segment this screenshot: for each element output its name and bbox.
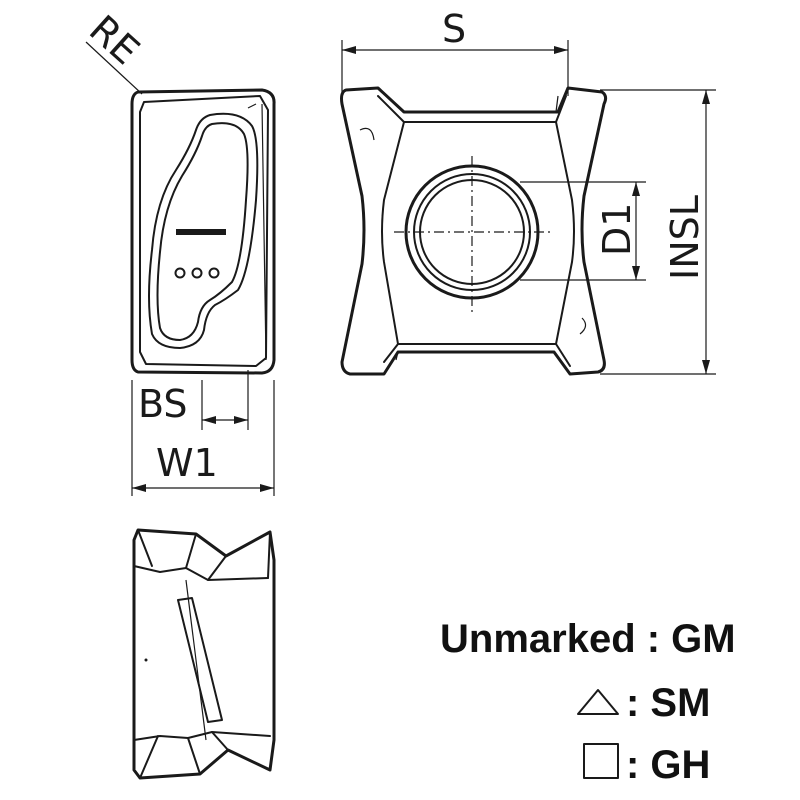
insl-dimension: INSL [600, 89, 716, 375]
legend-row-sm: : SM [626, 681, 710, 725]
d1-dimension: D1 [520, 181, 646, 281]
re-label: RE [81, 7, 148, 73]
triangle-icon [577, 689, 619, 715]
w1-label: W1 [156, 441, 218, 485]
bs-label: BS [138, 382, 188, 426]
top-view [340, 86, 608, 376]
d1-label: D1 [595, 203, 639, 256]
front-view [132, 528, 276, 780]
insl-label: INSL [663, 195, 707, 280]
square-icon [583, 743, 619, 779]
legend-row-unmarked: Unmarked : GM [440, 617, 736, 661]
legend-row-gh: : GH [626, 743, 710, 787]
bs-dimension: BS [138, 370, 249, 430]
s-label: S [442, 7, 466, 51]
s-dimension: S [341, 7, 569, 96]
legend: Unmarked : GM : SM : GH [440, 617, 736, 787]
w1-dimension: W1 [131, 380, 275, 496]
side-view [130, 88, 276, 375]
re-dimension: RE [81, 7, 148, 95]
